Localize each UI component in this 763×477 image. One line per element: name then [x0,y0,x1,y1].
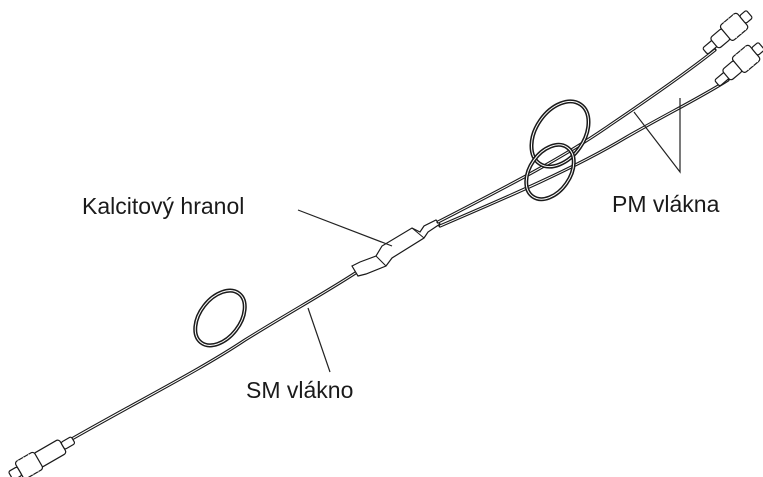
pm-fiber-coil-lower [524,142,576,202]
pm-fibers-label: PM vlákna [612,191,720,217]
pm-fibers [436,48,730,228]
pm-fiber-coil-upper [529,99,591,169]
sm-fiber-label: SM vlákno [246,377,353,403]
pm-connector-2 [714,42,763,87]
sm-leader-line [307,307,331,373]
prism-label: Kalcitový hranol [82,193,244,219]
pm-leader-line [633,98,681,174]
sm-fiber [68,268,362,442]
sm-fiber-coil [193,288,247,348]
sm-connector [8,436,76,477]
calcite-prism [351,219,441,277]
prism-leader-line [297,209,393,247]
pm-connector-1 [702,10,753,55]
